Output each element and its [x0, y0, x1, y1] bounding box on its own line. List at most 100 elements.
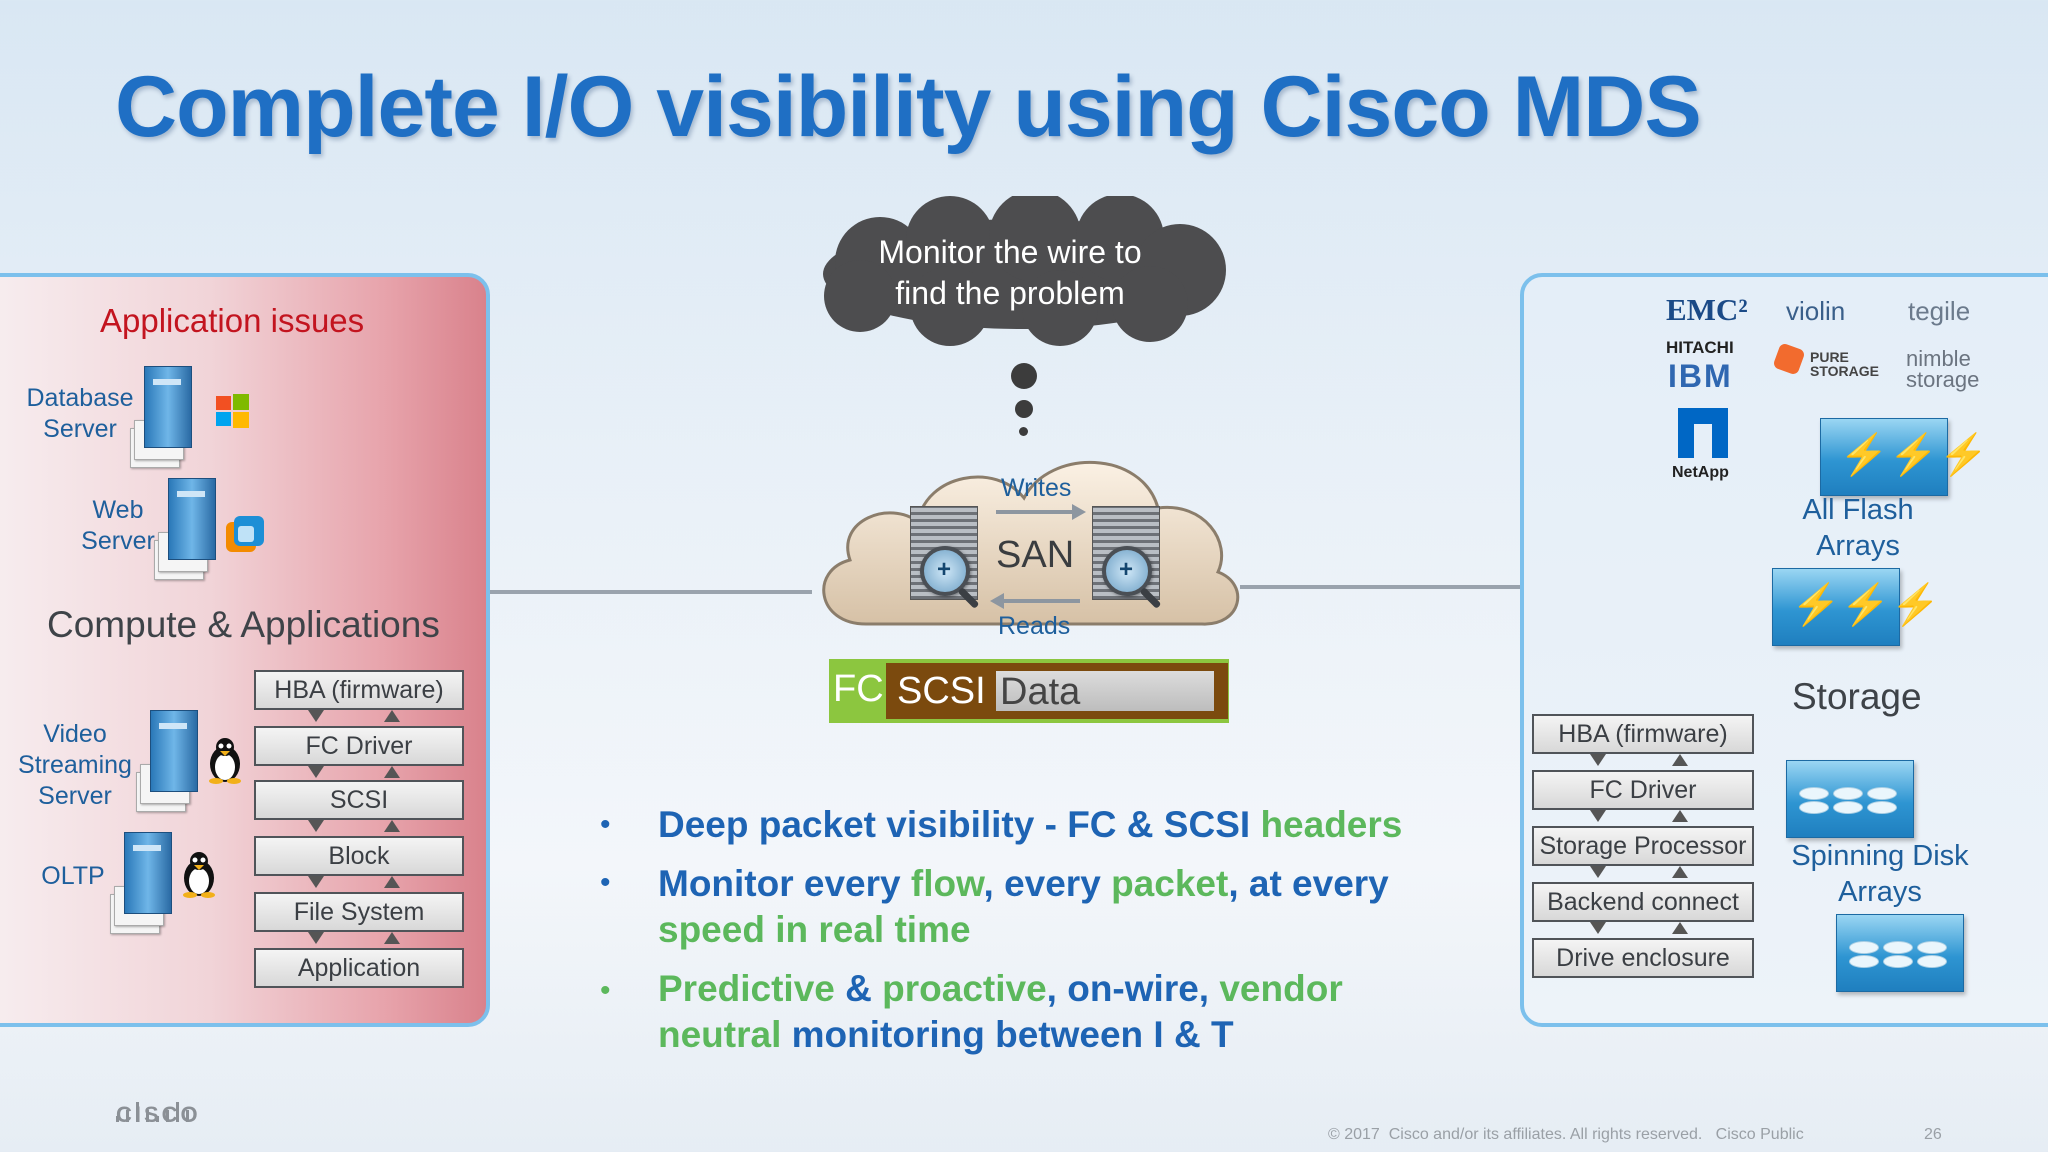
left-stack-scsi: SCSI	[254, 780, 464, 820]
san-label: SAN	[996, 534, 1075, 576]
bullet-text-run: flow	[910, 863, 984, 904]
bullet-text-run: , every	[983, 863, 1112, 904]
right-stack-storage-processor: Storage Processor	[1532, 826, 1754, 866]
up-arrow-icon	[384, 932, 400, 944]
up-arrow-icon	[1672, 754, 1688, 766]
bullet-marker: •	[600, 974, 611, 1007]
windows-logo-icon	[216, 394, 250, 428]
tegile-logo: tegile	[1908, 296, 1971, 326]
up-arrow-icon	[1672, 922, 1688, 934]
compute-applications-label: Compute & Applications	[47, 604, 440, 645]
nimble-storage-logo: nimble storage	[1906, 346, 1980, 392]
bullet-deep-packet-visibility: Deep packet visibility - FC & SCSI heade…	[658, 802, 1402, 848]
bullet-text-run: , on-wire,	[1046, 968, 1220, 1009]
cisco-logo-bars-icon	[116, 1098, 196, 1122]
web-server-label: Web Server	[81, 496, 155, 555]
right-stack-backend-connect: Backend connect	[1532, 882, 1754, 922]
all-flash-array-icon: ⚡⚡⚡	[1772, 568, 1940, 646]
left-stack-fc-driver: FC Driver	[254, 726, 464, 766]
down-arrow-icon	[308, 766, 324, 778]
netapp-logo-icon	[1678, 408, 1728, 458]
data-payload-label: Data	[1000, 671, 1081, 713]
down-arrow-icon	[308, 876, 324, 888]
copyright-text: © 2017 Cisco and/or its affiliates. All …	[1328, 1126, 1804, 1143]
down-arrow-icon	[308, 710, 324, 722]
reads-arrow	[1002, 599, 1080, 603]
thought-text: Monitor the wire to find the problem	[878, 234, 1142, 311]
video-server-icon	[136, 710, 198, 812]
right-connection-line	[1240, 585, 1522, 589]
spinning-disk-arrays-label: Spinning Disk Arrays	[1791, 840, 1969, 908]
pure-storage-logo: PURE STORAGE	[1810, 349, 1879, 379]
bullet-text-run: &	[834, 968, 883, 1009]
video-streaming-server-label: Video Streaming Server	[18, 720, 132, 810]
thought-dot	[1015, 400, 1033, 418]
right-stack-hba: HBA (firmware)	[1532, 714, 1754, 754]
bullet-text-run: proactive	[882, 968, 1047, 1009]
bullet-text-run: Monitor every	[658, 863, 911, 904]
right-stack-fc-driver: FC Driver	[1532, 770, 1754, 810]
bullet-text-run: Predictive	[658, 968, 835, 1009]
left-connection-line	[482, 590, 812, 594]
cisco-logo: CISCO	[116, 1102, 201, 1127]
left-stack-hba: HBA (firmware)	[254, 670, 464, 710]
bullet-text-run: monitoring between I & T	[781, 1014, 1234, 1055]
all-flash-array-icon: ⚡⚡⚡	[1820, 418, 1988, 496]
bullet-text-run: packet	[1111, 863, 1229, 904]
netapp-logo: NetApp	[1672, 464, 1729, 481]
thought-dot	[1019, 427, 1028, 436]
violin-logo: violin	[1786, 296, 1846, 326]
page-number: 26	[1924, 1126, 1942, 1143]
left-stack-block: Block	[254, 836, 464, 876]
vmware-logo-icon	[224, 514, 266, 556]
left-arrowhead-icon	[990, 593, 1004, 609]
up-arrow-icon	[384, 820, 400, 832]
down-arrow-icon	[308, 820, 324, 832]
web-server-icon	[154, 478, 216, 580]
magnifier-icon: +	[1102, 546, 1152, 596]
bullet-text-run: vendor neutral	[658, 968, 1343, 1055]
up-arrow-icon	[384, 876, 400, 888]
reads-label: Reads	[998, 612, 1071, 640]
down-arrow-icon	[1590, 922, 1606, 934]
linux-tux-icon	[180, 850, 218, 898]
hitachi-logo: HITACHI	[1666, 338, 1734, 357]
down-arrow-icon	[1590, 754, 1606, 766]
fc-frame-label: FC	[833, 668, 884, 710]
bullet-text-run: , at every	[1228, 863, 1389, 904]
bullet-predictive-proactive: Predictive & proactive, on-wire, vendor …	[658, 966, 1343, 1058]
down-arrow-icon	[1590, 866, 1606, 878]
bullet-monitor-every-flow: Monitor every flow, every packet, at eve…	[658, 861, 1389, 953]
down-arrow-icon	[308, 932, 324, 944]
storage-label: Storage	[1792, 676, 1922, 717]
up-arrow-icon	[384, 710, 400, 722]
spinning-disk-array-icon	[1836, 914, 1964, 992]
linux-tux-icon	[206, 736, 244, 784]
magnifier-icon: +	[920, 546, 970, 596]
oltp-label: OLTP	[41, 862, 105, 890]
bullet-text-run: headers	[1260, 804, 1403, 845]
writes-label: Writes	[1001, 474, 1072, 502]
database-server-label: Database Server	[26, 384, 134, 443]
left-stack-application: Application	[254, 948, 464, 988]
data-payload	[996, 671, 1214, 711]
right-arrowhead-icon	[1072, 504, 1086, 520]
thought-dot	[1011, 363, 1037, 389]
up-arrow-icon	[1672, 866, 1688, 878]
bullet-text-run: Deep packet visibility - FC & SCSI	[658, 804, 1261, 845]
up-arrow-icon	[384, 766, 400, 778]
oltp-server-icon	[110, 832, 172, 934]
bullet-text-run: speed in real time	[658, 909, 971, 950]
application-issues-heading: Application issues	[100, 302, 365, 339]
ibm-logo: IBM	[1668, 358, 1733, 394]
scsi-frame-label: SCSI	[897, 670, 986, 712]
thought-cloud	[800, 190, 1246, 346]
bullet-marker: •	[600, 866, 611, 899]
emc-logo: EMC²	[1666, 292, 1748, 327]
left-stack-file-system: File System	[254, 892, 464, 932]
slide-title: Complete I/O visibility using Cisco MDS	[115, 59, 1702, 155]
bullet-marker: •	[600, 808, 611, 841]
writes-arrow	[996, 510, 1074, 514]
database-server-icon	[130, 366, 192, 468]
up-arrow-icon	[1672, 810, 1688, 822]
